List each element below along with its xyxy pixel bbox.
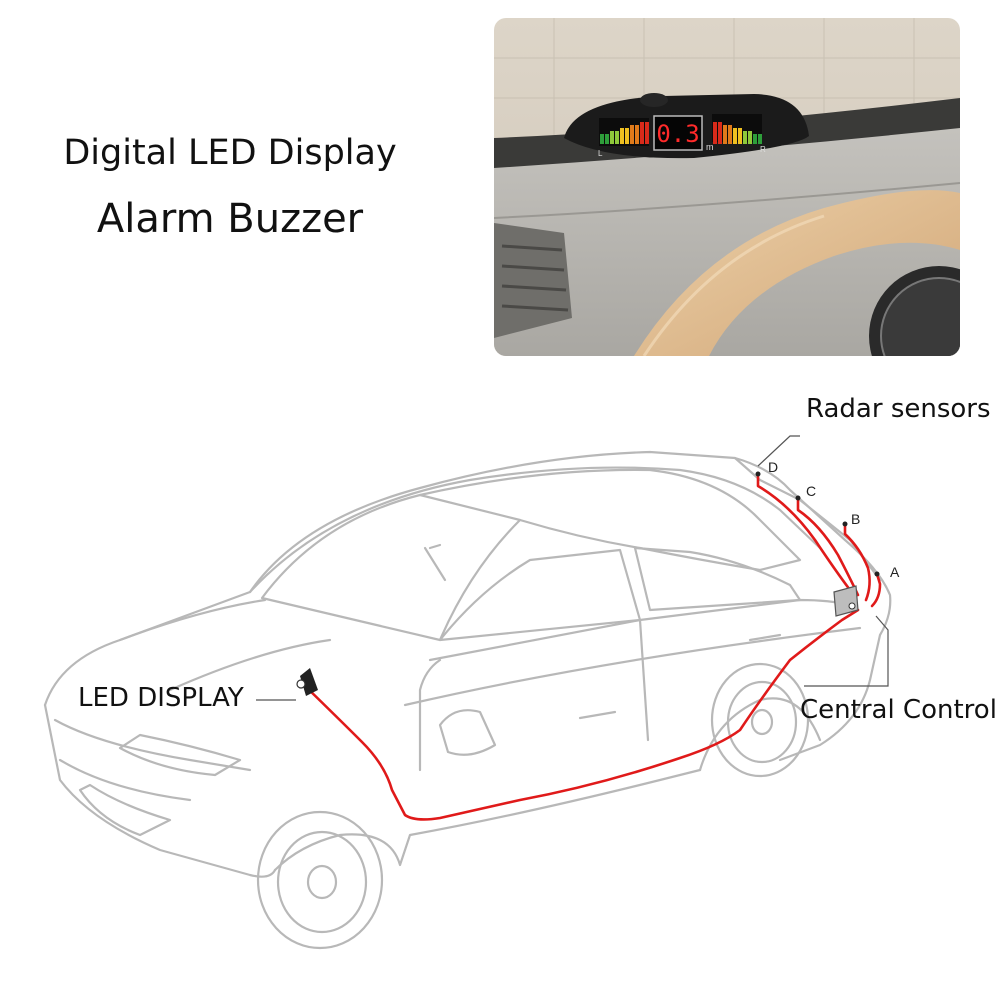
display-led-bar [748,131,752,144]
control-leader-line [804,615,889,687]
display-led-bar [625,128,629,144]
display-led-bar [630,125,634,144]
headline-line-1: Digital LED Display [63,133,397,173]
display-left-mark: L [598,149,603,158]
display-right-mark: R [760,145,766,154]
display-led-bar [600,134,604,144]
label-led-display: LED DISPLAY [78,683,244,713]
wire-sensor-b [843,522,871,602]
car-wiring-diagram: D C B A [43,435,900,950]
sensor-d-point [755,471,761,477]
display-led-bar [728,125,732,144]
wire-sensor-d [756,472,852,592]
sensor-c-point [795,495,801,501]
wire-display-to-control [301,608,860,821]
display-led-bar [620,128,624,144]
display-reading: 0.3 [656,120,699,148]
display-led-bar [615,131,619,144]
radar-leader-line [757,435,800,467]
display-led-bar [640,122,644,144]
display-led-bar [758,134,762,144]
display-unit: m [706,142,714,152]
headline-line-2: Alarm Buzzer [96,196,364,242]
display-led-bar [723,125,727,144]
sensor-points [755,471,880,577]
display-led-bar [733,128,737,144]
central-control-box [833,585,859,617]
sensor-b-point [842,521,848,527]
display-led-bar [743,131,747,144]
display-led-bar [713,122,717,144]
display-led-bar [645,122,649,144]
display-led-bar [605,134,609,144]
display-led-bar [718,122,722,144]
dashboard-photo: 0.3 m L R [494,18,960,356]
sensor-a-point [874,571,880,577]
wiring-harness [301,472,882,821]
wire-sensor-a [870,572,882,608]
label-central-control: Central Control [800,695,997,725]
display-led-bar [610,131,614,144]
sensor-label-c: C [806,483,816,499]
sensor-label-b: B [851,511,860,527]
wire-sensor-c [796,496,860,597]
led-display-unit [296,668,318,696]
display-led-bar [635,125,639,144]
display-led-bar [738,128,742,144]
display-led-bar [753,134,757,144]
sensor-label-d: D [768,459,778,475]
label-radar-sensors: Radar sensors [806,394,991,424]
sensor-label-a: A [890,564,900,580]
